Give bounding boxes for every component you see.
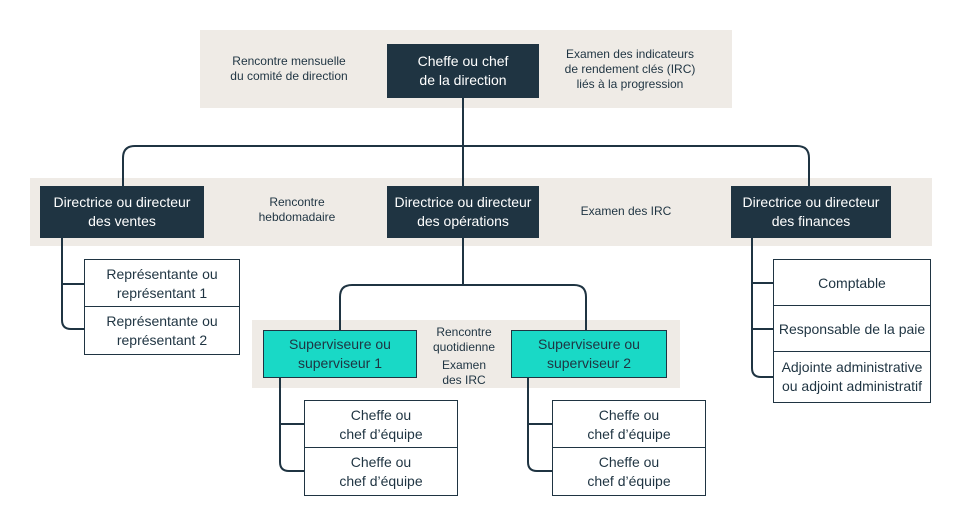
ceo-box: Cheffe ou chef de la direction (387, 44, 539, 98)
admin-assistant-box: Adjointe administrative ou adjoint admin… (773, 351, 931, 403)
supervisors-kpi-note: Examen des IRC (441, 358, 487, 387)
team-leads-1-connector (279, 378, 304, 472)
team-leads-2-connector (527, 378, 552, 472)
team-lead-1b-box: Cheffe ou chef d’équipe (304, 447, 458, 496)
directors-meeting-note: Rencontre hebdomadaire (258, 195, 336, 224)
sales-rep-2-box: Représentante ou représentant 2 (84, 306, 240, 355)
team-lead-1a-box: Cheffe ou chef d’équipe (304, 400, 458, 449)
team-lead-2a-box: Cheffe ou chef d’équipe (552, 400, 706, 449)
ceo-meeting-note: Rencontre mensuelle du comité de directi… (230, 54, 348, 83)
accountant-box: Comptable (773, 259, 931, 307)
supervisor-1-box: Superviseure ou superviseur 1 (263, 330, 417, 378)
team-lead-2b-box: Cheffe ou chef d’équipe (552, 447, 706, 496)
supervisor-2-box: Superviseure ou superviseur 2 (511, 330, 667, 378)
sales-team-connector (61, 238, 84, 330)
ops-to-supervisors (339, 238, 587, 330)
ceo-kpi-note: Examen des indicateurs de rendement clés… (564, 47, 696, 91)
finance-team-connector (751, 238, 773, 378)
director-operations-box: Directrice ou directeur des opérations (387, 186, 539, 238)
payroll-box: Responsable de la paie (773, 305, 931, 353)
director-bus (122, 145, 810, 186)
director-finance-box: Directrice ou directeur des finances (731, 186, 891, 238)
directors-kpi-note: Examen des IRC (580, 204, 672, 218)
supervisors-meeting-note: Rencontre quotidienne (432, 325, 496, 354)
director-sales-box: Directrice ou directeur des ventes (40, 186, 204, 238)
sales-rep-1-box: Représentante ou représentant 1 (84, 259, 240, 308)
